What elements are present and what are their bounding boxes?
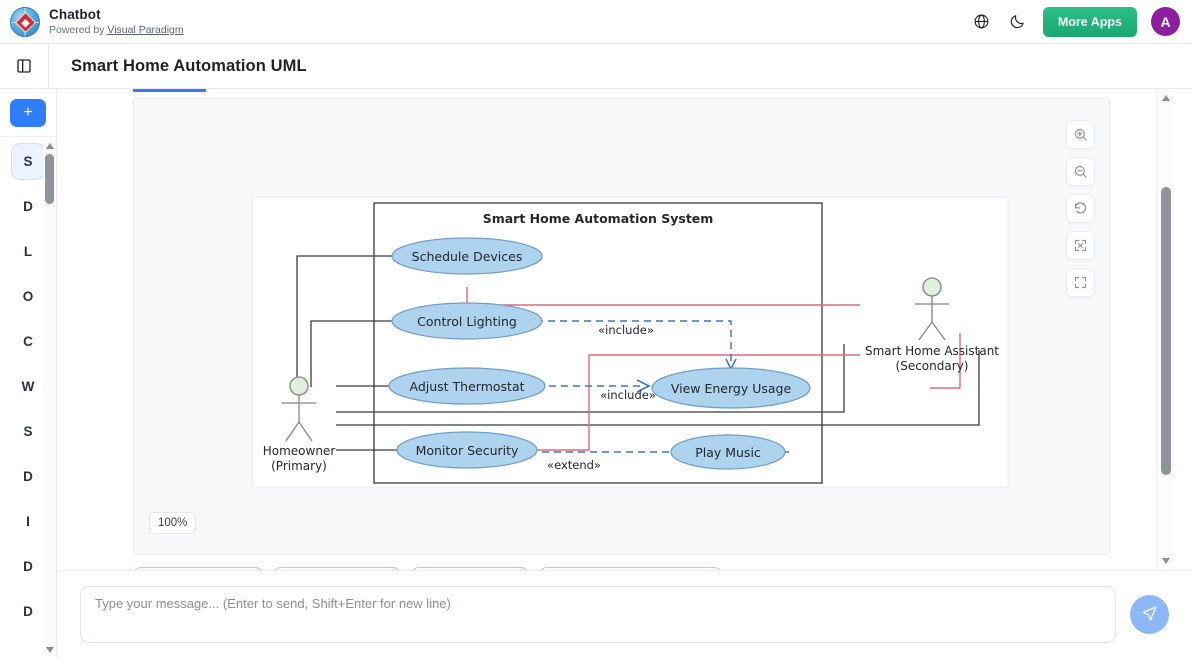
- reset-icon[interactable]: [1066, 194, 1095, 223]
- scroll-down-arrow-icon[interactable]: [43, 643, 56, 656]
- chat-scroll-down-arrow-icon[interactable]: [1157, 552, 1174, 570]
- sidebar-item-4[interactable]: C: [23, 334, 33, 349]
- sidebar-item-3[interactable]: O: [22, 289, 34, 304]
- use-case-adjust-thermostat[interactable]: [388, 367, 546, 405]
- uml-use-case-diagram: Smart Home Automation System: [251, 196, 1009, 488]
- use-case-label-schedule: Schedule Devices: [412, 249, 523, 264]
- page-title: Smart Home Automation UML: [71, 56, 307, 75]
- send-paper-plane-icon: [1141, 605, 1158, 625]
- stereotype-include-lighting: «include»: [598, 323, 654, 337]
- visual-paradigm-link[interactable]: Visual Paradigm: [107, 23, 184, 36]
- use-case-monitor-security[interactable]: [396, 431, 538, 469]
- header-actions: More Apps A: [971, 6, 1192, 37]
- diagram-canvas[interactable]: Smart Home Automation System: [133, 98, 1110, 555]
- powered-by-text: Powered by: [49, 23, 108, 36]
- stereotype-extend-music: «extend»: [547, 458, 601, 472]
- logo-diamond-shape: [14, 11, 37, 33]
- sidebar-item-8[interactable]: I: [26, 514, 30, 529]
- fullscreen-icon[interactable]: [1066, 268, 1095, 297]
- zoom-in-icon[interactable]: [1066, 120, 1095, 149]
- globe-icon[interactable]: [971, 11, 993, 33]
- sidebar-item-1[interactable]: D: [23, 199, 33, 214]
- use-case-label-lighting: Control Lighting: [417, 314, 517, 329]
- scroll-up-arrow-icon[interactable]: [43, 139, 56, 152]
- message-input[interactable]: [80, 586, 1116, 643]
- use-case-schedule-devices[interactable]: [391, 237, 543, 275]
- panel-toggle-icon[interactable]: [0, 44, 48, 88]
- moon-icon[interactable]: [1007, 11, 1029, 33]
- more-apps-button[interactable]: More Apps: [1042, 6, 1137, 37]
- header-divider: [48, 43, 49, 89]
- use-case-label-security: Monitor Security: [416, 443, 519, 458]
- chat-scrollbar[interactable]: [1156, 89, 1174, 570]
- brand-title: Chatbot: [49, 7, 101, 23]
- message-composer: [57, 570, 1192, 658]
- use-case-label-energy: View Energy Usage: [671, 381, 792, 396]
- actor-smart-home-assistant[interactable]: Smart Home Assistant (Secondary): [865, 277, 999, 373]
- system-boundary: [373, 202, 823, 484]
- visual-paradigm-globe-logo-icon: [10, 6, 40, 37]
- actor-homeowner-label-line1: Homeowner: [263, 444, 336, 458]
- main-area: Smart Home Automation System: [57, 89, 1192, 658]
- system-boundary-label: Smart Home Automation System: [483, 211, 714, 226]
- brand-subtitle: Powered by Visual Paradigm: [49, 24, 184, 36]
- app-header: Chatbot Powered by Visual Paradigm More …: [0, 0, 1192, 44]
- use-case-play-music[interactable]: [670, 434, 786, 470]
- use-case-label-music: Play Music: [695, 445, 761, 460]
- sidebar-scrollbar-thumb[interactable]: [45, 154, 54, 204]
- zoom-out-icon[interactable]: [1066, 157, 1095, 186]
- chat-scrollbar-thumb[interactable]: [1161, 187, 1171, 475]
- use-case-view-energy-usage[interactable]: [651, 367, 811, 409]
- use-case-control-lighting[interactable]: [391, 302, 543, 340]
- suggestion-chips: [133, 567, 722, 570]
- sidebar: + S D L O C W S D I D D: [0, 89, 57, 658]
- canvas-toolbar: [1066, 120, 1095, 297]
- brand-text: Chatbot Powered by Visual Paradigm: [49, 7, 184, 36]
- use-case-nodes: Schedule Devices Control Lighting Adjust…: [388, 237, 811, 470]
- sidebar-scrollbar[interactable]: [43, 139, 56, 656]
- sidebar-item-list: S D L O C W S D I D D: [0, 137, 56, 658]
- use-case-label-thermostat: Adjust Thermostat: [409, 379, 524, 394]
- sidebar-item-0[interactable]: S: [11, 143, 45, 180]
- sidebar-item-5[interactable]: W: [21, 379, 35, 394]
- new-chat-button[interactable]: +: [10, 98, 46, 127]
- stereotype-include-thermostat: «include»: [600, 388, 656, 402]
- sidebar-item-6[interactable]: S: [23, 424, 33, 439]
- active-tab-indicator: [133, 89, 206, 92]
- sidebar-item-9[interactable]: D: [23, 559, 33, 574]
- new-chat-area: +: [0, 89, 56, 137]
- actor-homeowner-label-line2: (Primary): [271, 459, 327, 473]
- avatar[interactable]: A: [1151, 7, 1180, 36]
- sub-header: Smart Home Automation UML: [0, 43, 1192, 89]
- actor-assistant-label-line1: Smart Home Assistant: [865, 344, 999, 358]
- zoom-level-badge[interactable]: 100%: [149, 512, 197, 534]
- sidebar-item-7[interactable]: D: [23, 469, 33, 484]
- sidebar-item-10[interactable]: D: [23, 604, 33, 619]
- actor-homeowner[interactable]: Homeowner (Primary): [263, 376, 336, 473]
- sidebar-item-2[interactable]: L: [23, 244, 33, 259]
- brand: Chatbot Powered by Visual Paradigm: [0, 6, 184, 37]
- fit-screen-icon[interactable]: [1066, 231, 1095, 260]
- actor-assistant-label-line2: (Secondary): [896, 359, 969, 373]
- chat-scroll-up-arrow-icon[interactable]: [1157, 89, 1174, 107]
- send-button[interactable]: [1130, 595, 1169, 634]
- chat-message-scroll: Smart Home Automation System: [57, 89, 1174, 570]
